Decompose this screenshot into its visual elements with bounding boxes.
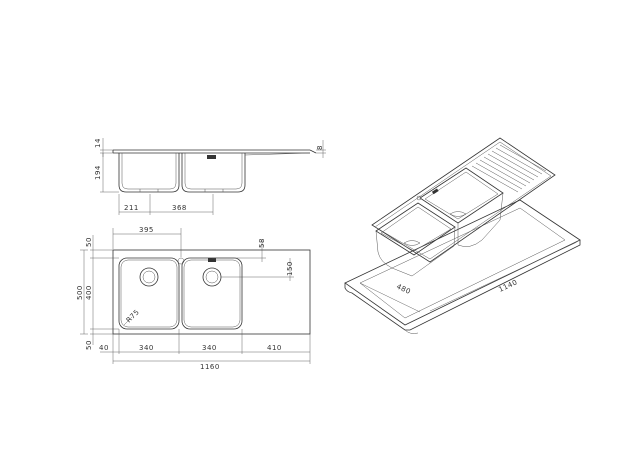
tap-hole-icon: [207, 155, 216, 159]
radius-label: R75: [125, 308, 141, 324]
drain-offset-label: 150: [286, 261, 294, 276]
iso-tap-hole-icon: [431, 188, 439, 195]
top-margin-label: 50: [85, 237, 93, 247]
left-margin-label: 40: [99, 344, 109, 352]
iso-depth-label: 480: [395, 283, 412, 297]
bowl2-drain-icon: [202, 267, 222, 287]
plan-view: R75 395 58 150 50 500 400 50: [76, 226, 311, 371]
total-depth-label: 500: [76, 285, 84, 300]
iso-view: 480 1140: [344, 137, 581, 334]
bowl1-drain-icon: [139, 267, 159, 287]
section-offset-label: 211: [124, 204, 139, 212]
drainer-width-label: 410: [267, 344, 282, 352]
drainer-grooves: [471, 144, 547, 193]
iso-overflow-icon: [416, 195, 422, 201]
overflow-icon: [177, 257, 185, 265]
bowl-depth-label: 400: [85, 285, 93, 300]
section-thickness-label: 14: [94, 138, 102, 148]
section-depth-label: 194: [94, 165, 102, 180]
tap-offset-label: 58: [258, 238, 266, 248]
bottom-margin-label: 50: [85, 340, 93, 350]
section-view: 14 194 8 211 368: [94, 138, 326, 215]
total-width-label: 1160: [200, 363, 220, 371]
bowl-span-label: 395: [139, 226, 154, 234]
iso-width-label: 1140: [497, 278, 518, 294]
bowl1-width-label: 340: [139, 344, 154, 352]
section-spacing-label: 368: [172, 204, 187, 212]
section-lip-label: 8: [316, 145, 324, 150]
bowl2-width-label: 340: [202, 344, 217, 352]
tap-hole-plan-icon: [208, 258, 216, 262]
